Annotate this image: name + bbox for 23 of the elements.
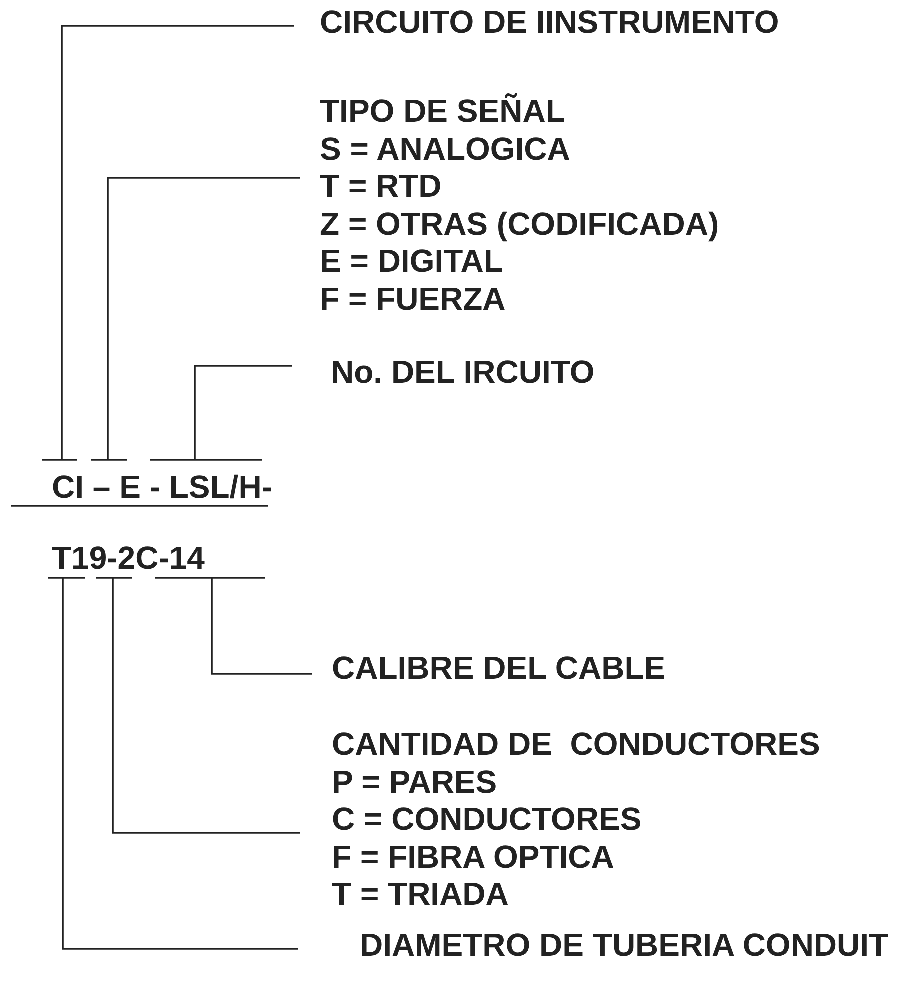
leader-line [90, 177, 301, 461]
leader-line [47, 577, 299, 950]
list-entry: Z = OTRAS (CODIFICADA) [320, 206, 720, 243]
code-label: CI – E - LSL/H- [52, 468, 272, 506]
list-entry: P = PARES [332, 764, 498, 801]
list-entry: F = FUERZA [320, 280, 507, 318]
code-label: T19-2C-14 [52, 539, 205, 577]
list-entry: T = TRIADA [332, 876, 510, 914]
callout-label: No. DEL IRCUITO [331, 353, 595, 391]
list-heading: TIPO DE SEÑAL [320, 93, 566, 130]
list-entry: T = RTD [320, 168, 443, 206]
leader-line [95, 577, 301, 834]
callout-label: CIRCUITO DE IINSTRUMENTO [320, 3, 780, 41]
list-entry: S = ANALOGICA [320, 130, 572, 168]
list-entry: E = DIGITAL [320, 243, 504, 280]
leader-line [149, 365, 293, 461]
list-entry: C = CONDUCTORES [332, 801, 643, 838]
list-heading: CANTIDAD DE CONDUCTORES [332, 726, 820, 764]
leader-line [154, 577, 313, 675]
callout-label: CALIBRE DEL CABLE [332, 649, 666, 687]
list-entry: F = FIBRA OPTICA [332, 838, 616, 876]
leader-line [41, 25, 295, 461]
callout-label: DIAMETRO DE TUBERIA CONDUIT [360, 926, 889, 964]
